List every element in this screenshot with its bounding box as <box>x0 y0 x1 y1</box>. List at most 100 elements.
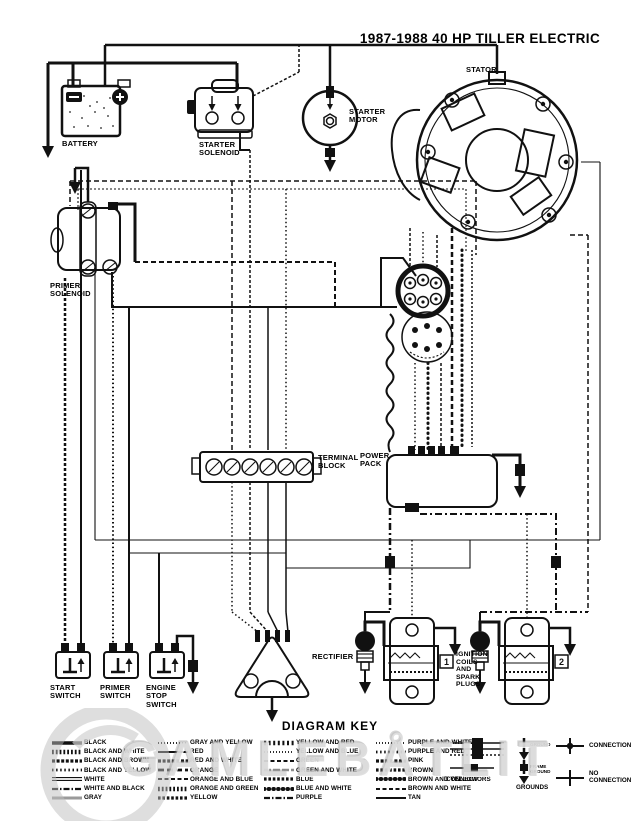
primer-solenoid <box>50 166 137 277</box>
stator-connector-wires <box>380 228 473 453</box>
wire-pattern-swatch <box>52 777 82 782</box>
key-entry: TAN <box>376 793 478 802</box>
wire-color-label: BROWN <box>408 766 433 774</box>
frame-ground-label: FRAME GROUND <box>530 764 551 775</box>
key-entry: PINK <box>376 756 478 765</box>
round-connector-2 <box>401 311 453 363</box>
wire-color-label: GRAY <box>84 794 103 802</box>
wire-pattern-swatch <box>376 741 406 744</box>
wire-color-label: ORANGE AND GREEN <box>190 785 259 793</box>
wire-color-label: ORANGE AND BLUE <box>190 775 254 783</box>
wire-color-label: BROWN AND YELLOW <box>408 775 478 783</box>
wire-color-label: BLUE <box>296 775 314 783</box>
terminal-block-label: TERMINAL BLOCK <box>318 453 359 471</box>
terminal-block <box>191 451 322 483</box>
battery-label: BATTERY <box>62 139 98 148</box>
key-entry: BLUE AND WHITE <box>264 784 358 793</box>
ignition-coil-2: 2 <box>470 617 576 705</box>
wire-color-label: BLACK AND WHITE <box>84 748 145 756</box>
wire-pattern-swatch <box>376 768 406 772</box>
wire-pattern-swatch <box>52 740 82 745</box>
round-connector-1 <box>395 263 451 319</box>
power-pack-coil-wires <box>364 234 589 631</box>
spark-plug-2-boot <box>470 631 490 651</box>
wire-pattern-swatch <box>264 740 294 745</box>
wire-pattern-swatch <box>264 768 294 772</box>
wire-pattern-swatch <box>376 796 406 799</box>
wire-pattern-swatch <box>52 796 82 800</box>
key-entry: ORANGE <box>158 766 259 775</box>
starter-solenoid-label: STARTER SOLENOID <box>199 140 240 158</box>
diagram-key-title: DIAGRAM KEY <box>281 719 379 733</box>
wire-color-label: BLACK AND YELLOW <box>84 766 152 774</box>
wire-color-label: RED AND WHITE <box>190 757 242 765</box>
wire-color-label: PURPLE <box>296 794 323 802</box>
wire-pattern-swatch <box>376 777 406 782</box>
ignition-coils-label: IGNITION COILS AND SPARK PLUGS <box>456 651 488 689</box>
key-entry: GRAY AND YELLOW <box>158 738 259 747</box>
key-entry: YELLOW AND RED <box>264 738 358 747</box>
starter-solenoid <box>187 79 254 139</box>
starter-motor-label: STARTER MOTOR <box>349 107 386 125</box>
wire-pattern-swatch <box>264 777 294 781</box>
key-entry: BROWN AND YELLOW <box>376 775 478 784</box>
coil-1-number: 1 <box>444 657 449 667</box>
terminal-block-wires <box>231 133 471 633</box>
grounds-symbol <box>516 738 556 784</box>
key-entry: BLACK AND BROWN <box>52 756 151 765</box>
start-switch <box>55 643 91 679</box>
wire-color-label: BLACK AND BROWN <box>84 757 149 765</box>
wire-color-label: YELLOW AND BLUE <box>296 748 359 756</box>
start-switch-label: START SWITCH <box>50 683 81 701</box>
grounds-label: GROUNDS <box>516 784 549 791</box>
key-entry: GREEN AND WHITE <box>264 766 358 775</box>
wire-color-label: ORANGE <box>190 766 219 774</box>
wire-pattern-swatch <box>376 787 406 790</box>
key-entry: YELLOW AND BLUE <box>264 747 358 756</box>
key-entry: BLACK AND YELLOW <box>52 766 151 775</box>
connection-symbols <box>556 738 586 792</box>
key-entry: YELLOW <box>158 793 259 802</box>
primer-solenoid-label: PRIMER SOLENOID <box>50 281 91 299</box>
key-entry: ORANGE AND BLUE <box>158 775 259 784</box>
connectors-label: CONNECTORS <box>446 776 491 783</box>
wire-pattern-swatch <box>158 741 188 744</box>
connection-label: CONNECTION <box>589 742 632 749</box>
harness-wires <box>69 161 601 541</box>
wire-color-label: GRAY AND YELLOW <box>190 739 253 747</box>
stator-label: STATOR <box>466 65 497 74</box>
primer-switch-label: PRIMER SWITCH <box>100 683 131 701</box>
wire-pattern-swatch <box>158 796 188 800</box>
wire-pattern-swatch <box>264 786 294 791</box>
primer-switch <box>103 643 139 679</box>
key-entry: PURPLE AND RED <box>376 747 478 756</box>
spark-plug-1-boot <box>355 631 375 651</box>
wire-color-label: PINK <box>408 757 424 765</box>
wire-pattern-swatch <box>264 796 294 799</box>
engine-stop-switch-label: ENGINE STOP SWITCH <box>146 683 177 709</box>
wire-pattern-swatch <box>52 787 82 790</box>
key-entry: PURPLE <box>264 793 358 802</box>
wire-color-label: GREEN <box>296 757 319 765</box>
wire-color-label: PURPLE AND WHITE <box>408 739 473 747</box>
rectifier-label: RECTIFIER <box>312 652 354 661</box>
key-entry: RED <box>158 747 259 756</box>
switch-wires <box>63 170 286 643</box>
key-entry: BLACK <box>52 738 151 747</box>
power-pack <box>386 446 526 512</box>
wire-pattern-swatch <box>376 759 406 763</box>
wire-pattern-swatch <box>52 749 82 755</box>
wire-pattern-swatch <box>52 759 82 763</box>
battery-wires <box>42 43 499 158</box>
key-entry: WHITE <box>52 775 151 784</box>
wire-color-label: YELLOW AND RED <box>296 739 355 747</box>
wire-color-label: WHITE AND BLACK <box>84 785 145 793</box>
wire-pattern-swatch <box>158 778 188 781</box>
coil-2-number: 2 <box>559 657 564 667</box>
wire-color-label: BROWN AND WHITE <box>408 785 472 793</box>
